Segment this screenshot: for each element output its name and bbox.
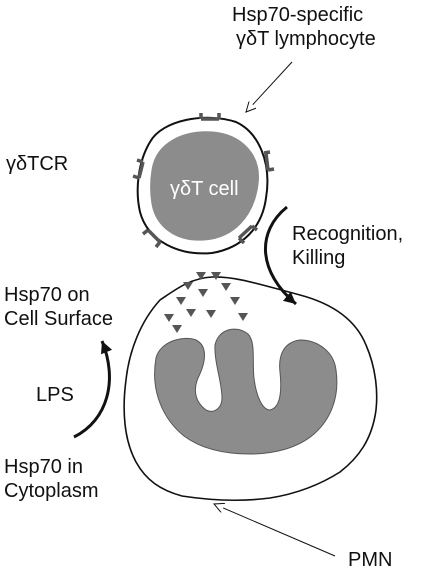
gd-tcr-receptors [132, 113, 275, 249]
recognition-arrow [264, 205, 297, 306]
hsp70-surface-markers [164, 272, 248, 333]
pmn-nucleus [154, 328, 338, 455]
pmn-pointer-arrow [214, 504, 336, 557]
lps-label: LPS [36, 384, 74, 406]
gd-lymphocyte-pointer-arrow [246, 61, 293, 112]
hsp70-marker [176, 297, 186, 305]
hsp70-marker [196, 272, 206, 280]
pmn-label: PMN [348, 549, 393, 571]
recognition-label-line1: Recognition, [292, 223, 404, 245]
hsp70-marker [186, 309, 196, 317]
gd-lymphocyte-label-line1: Hsp70-specific [232, 4, 364, 26]
gd-cell-label: γδT cell [170, 178, 239, 200]
hsp70-marker [211, 272, 221, 280]
hsp70-marker [172, 325, 182, 333]
hsp70-marker [221, 283, 231, 291]
recognition-label-line2: Killing [292, 247, 346, 269]
tcr-receptor [237, 224, 259, 245]
lps-arrow [73, 340, 113, 439]
hsp70-cytoplasm-label-line2: Cytoplasm [4, 480, 99, 502]
pmn-cell [123, 276, 378, 501]
hsp70-marker [230, 297, 240, 305]
hsp70-surface-label-line1: Hsp70 on [4, 284, 90, 306]
hsp70-marker [206, 310, 216, 318]
tcr-receptor [141, 228, 162, 249]
tcr-receptor [199, 113, 221, 121]
tcr-label: γδTCR [6, 153, 69, 175]
hsp70-marker [198, 289, 208, 297]
hsp70-marker [238, 313, 248, 321]
gd-t-cell [132, 113, 275, 255]
tcr-receptor [132, 158, 145, 180]
hsp70-marker [183, 282, 193, 290]
gd-lymphocyte-label-line2: γδT lymphocyte [236, 28, 376, 50]
hsp70-surface-label-line2: Cell Surface [4, 308, 113, 330]
tcr-receptor [263, 150, 275, 172]
gd-t-cell-nucleus [150, 131, 259, 241]
hsp70-marker [164, 314, 174, 322]
hsp70-cytoplasm-label-line1: Hsp70 in [4, 456, 83, 478]
